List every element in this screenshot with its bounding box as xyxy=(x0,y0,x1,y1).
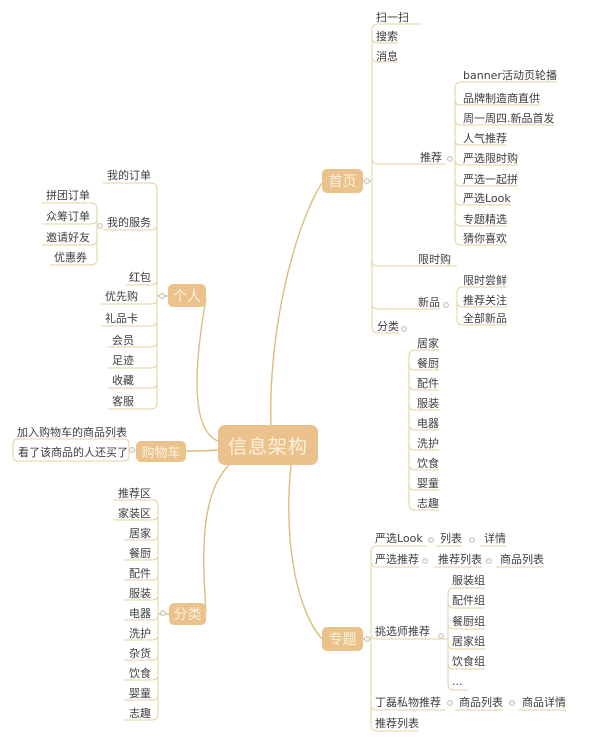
topic-group-orders[interactable]: 拼团订单 xyxy=(46,189,90,202)
topic-cp-care[interactable]: 洗护 xyxy=(129,627,151,640)
topic-tp-dinglei-rec[interactable]: 丁磊私物推荐 xyxy=(375,696,441,709)
topic-tp-accessory-group[interactable]: 配件组 xyxy=(452,594,485,607)
dot-look-detail[interactable] xyxy=(469,537,475,543)
topic-crowdfund-orders[interactable]: 众筹订单 xyxy=(46,210,90,223)
topic-tp-recommend-list[interactable]: 推荐列表 xyxy=(375,717,419,730)
branch-curves xyxy=(157,180,371,640)
topic-cat-home[interactable]: 居家 xyxy=(417,337,439,350)
topic-tp-more-groups[interactable]: ... xyxy=(452,675,463,688)
topic-cp-kitchen[interactable]: 餐厨 xyxy=(129,547,151,560)
topic-limited-taste[interactable]: 限时尝鲜 xyxy=(463,274,507,287)
topic-brand-direct[interactable]: 品牌制造商直供 xyxy=(463,92,540,105)
topic-invite-friends[interactable]: 邀请好友 xyxy=(46,231,90,244)
topic-cp-home[interactable]: 居家 xyxy=(129,527,151,540)
topic-scan[interactable]: 扫一扫 xyxy=(376,11,409,24)
topic-all-new[interactable]: 全部新品 xyxy=(463,312,507,325)
topic-recommend-follow[interactable]: 推荐关注 xyxy=(463,294,507,307)
topic-red-packet[interactable]: 红包 xyxy=(129,271,151,284)
topic-cart-item-list[interactable]: 加入购物车的商品列表 xyxy=(17,426,127,439)
dot-rec-list[interactable] xyxy=(422,558,428,564)
node-personal[interactable]: 个人 xyxy=(168,284,206,307)
topic-group-buy[interactable]: 严选一起拼 xyxy=(463,173,518,186)
dot-my-services[interactable] xyxy=(97,223,103,229)
topic-tp-kitchen-group[interactable]: 餐厨组 xyxy=(452,615,485,628)
topic-cat-appliance[interactable]: 电器 xyxy=(417,417,439,430)
topic-cp-food[interactable]: 饮食 xyxy=(129,667,151,680)
node-topics[interactable]: 专题 xyxy=(322,627,363,651)
topic-flash-buy[interactable]: 严选限时购 xyxy=(463,152,518,165)
topic-topic-selection[interactable]: 专题精选 xyxy=(463,213,507,226)
dot-rec-goods[interactable] xyxy=(486,558,492,564)
topic-cat-food[interactable]: 饮食 xyxy=(417,457,439,470)
topic-tp-yanxuan-rec[interactable]: 严选推荐 xyxy=(375,553,419,566)
topic-cp-accessories[interactable]: 配件 xyxy=(129,567,151,580)
topic-my-orders[interactable]: 我的订单 xyxy=(107,169,151,182)
topic-cp-clothing[interactable]: 服装 xyxy=(129,587,151,600)
topic-cat-baby[interactable]: 婴童 xyxy=(417,477,439,490)
dot-look-list[interactable] xyxy=(428,537,434,543)
topic-flash-sale[interactable]: 限时购 xyxy=(418,253,451,266)
dot-personal[interactable] xyxy=(159,293,165,299)
topic-underlines xyxy=(12,23,566,732)
topic-priority-buy[interactable]: 优先购 xyxy=(105,290,138,303)
dot-dinglei-list[interactable] xyxy=(447,700,453,706)
dot-topics[interactable] xyxy=(364,636,370,642)
dot-category-page[interactable] xyxy=(160,610,166,616)
topic-tp-dinglei-detail[interactable]: 商品详情 xyxy=(522,696,566,709)
node-category-page[interactable]: 分类 xyxy=(169,603,206,625)
topic-cat-clothing[interactable]: 服装 xyxy=(417,397,439,410)
topic-guess-you-like[interactable]: 猜你喜欢 xyxy=(463,232,507,245)
topic-tp-rec-list[interactable]: 推荐列表 xyxy=(438,553,482,566)
dot-picker[interactable] xyxy=(438,633,444,639)
topic-search[interactable]: 搜索 xyxy=(376,30,398,43)
topic-cat-hobby[interactable]: 志趣 xyxy=(417,497,439,510)
topic-cat-care[interactable]: 洗护 xyxy=(417,437,439,450)
topic-tp-picker-rec[interactable]: 挑选师推荐 xyxy=(375,625,430,638)
topic-recommend-zone[interactable]: 推荐区 xyxy=(118,487,151,500)
topic-homedeco-zone[interactable]: 家装区 xyxy=(118,507,151,520)
topic-new-products[interactable]: 新品 xyxy=(418,296,440,309)
topic-gift-card[interactable]: 礼品卡 xyxy=(105,312,138,325)
topic-footprint[interactable]: 足迹 xyxy=(112,354,134,367)
topic-customer-service[interactable]: 客服 xyxy=(112,395,134,408)
topic-tp-look-detail[interactable]: 详情 xyxy=(484,532,506,545)
topic-tp-yanxuan-look[interactable]: 严选Look xyxy=(375,532,423,545)
topic-tp-look-list[interactable]: 列表 xyxy=(440,532,462,545)
topic-cat-kitchen[interactable]: 餐厨 xyxy=(417,357,439,370)
topic-cp-grocery[interactable]: 杂货 xyxy=(129,647,151,660)
topic-cat-accessories[interactable]: 配件 xyxy=(417,377,439,390)
topic-recommend[interactable]: 推荐 xyxy=(420,151,442,164)
topic-tp-food-group[interactable]: 饮食组 xyxy=(452,655,485,668)
topic-cp-appliance[interactable]: 电器 xyxy=(129,607,151,620)
topic-tp-dinglei-list[interactable]: 商品列表 xyxy=(459,696,503,709)
topic-tp-home-group[interactable]: 居家组 xyxy=(452,635,485,648)
topic-popular[interactable]: 人气推荐 xyxy=(463,132,507,145)
topic-yanxuan-look[interactable]: 严选Look xyxy=(463,192,511,205)
topic-cp-baby[interactable]: 婴童 xyxy=(129,687,151,700)
topic-tp-clothing-group[interactable]: 服装组 xyxy=(452,574,485,587)
dot-new-products[interactable] xyxy=(443,302,449,308)
dot-home-categories[interactable] xyxy=(401,326,407,332)
topic-cp-hobby[interactable]: 志趣 xyxy=(129,707,151,720)
collapse-dots[interactable] xyxy=(97,156,515,706)
node-home[interactable]: 首页 xyxy=(322,169,363,193)
topic-favorites[interactable]: 收藏 xyxy=(112,374,134,387)
topic-newlaunch-monthu[interactable]: 周一周四.新品首发 xyxy=(463,112,555,125)
topic-also-bought[interactable]: 看了该商品的人还买了 xyxy=(18,446,128,459)
topic-tp-goods-list[interactable]: 商品列表 xyxy=(500,553,544,566)
topic-message[interactable]: 消息 xyxy=(376,50,398,63)
topic-membership[interactable]: 会员 xyxy=(112,334,134,347)
topic-home-categories[interactable]: 分类 xyxy=(377,320,399,333)
dot-dinglei-detail[interactable] xyxy=(509,700,515,706)
dot-recommend[interactable] xyxy=(447,156,453,162)
dot-cart[interactable] xyxy=(129,447,135,453)
node-root[interactable]: 信息架构 xyxy=(218,425,318,465)
node-cart[interactable]: 购物车 xyxy=(136,441,186,462)
topic-coupons[interactable]: 优惠券 xyxy=(54,251,87,264)
dot-home[interactable] xyxy=(364,178,370,184)
topic-my-services[interactable]: 我的服务 xyxy=(107,216,151,229)
topic-banner-carousel[interactable]: banner活动页轮播 xyxy=(463,69,557,82)
